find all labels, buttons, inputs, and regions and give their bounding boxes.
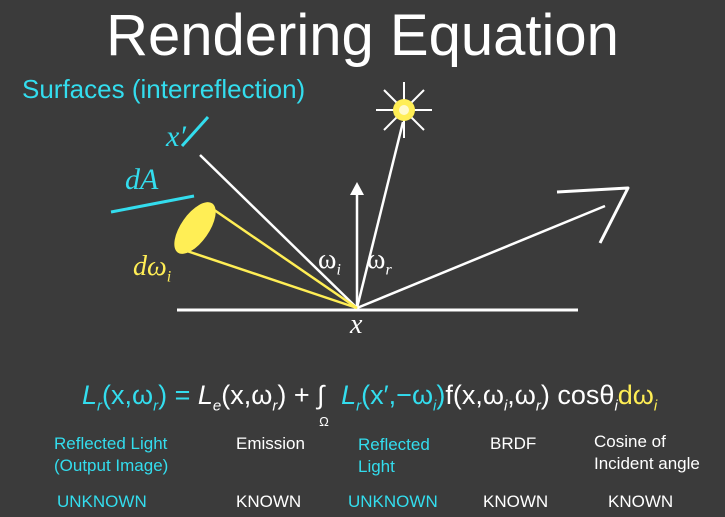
x-prime-patch: [180, 115, 210, 148]
omega-i-label: ωi: [318, 244, 341, 279]
dA-label: dA: [125, 163, 159, 196]
d-omega-i-label: dωi: [133, 251, 172, 286]
slide-subtitle: Surfaces (interreflection): [22, 74, 306, 104]
incoming-ray: [199, 154, 358, 309]
caption-emission: Emission: [236, 434, 305, 453]
dA-patch: [110, 194, 195, 214]
d-omega-term: dωi: [617, 380, 658, 415]
slide-title: Rendering Equation: [106, 3, 619, 68]
status-reflected-light: UNKNOWN: [348, 492, 438, 511]
reflected-term: Lr(x′,−ωi): [341, 380, 446, 415]
brdf-term: f(x,ωi,ωr): [445, 380, 550, 415]
cosine-term: cosθi: [549, 380, 618, 415]
status-emission: KNOWN: [236, 492, 302, 511]
status-brdf: KNOWN: [483, 492, 549, 511]
reflected-ray: [356, 204, 606, 310]
light-source-icon: [376, 82, 432, 138]
x-point-label: x: [350, 309, 363, 340]
caption-brdf: BRDF: [490, 434, 537, 453]
emission-term: Le(x,ωr) +: [197, 380, 318, 415]
caption-reflected-light-output: Reflected Light (Output Image): [54, 434, 169, 475]
status-cosine: KNOWN: [608, 492, 674, 511]
solid-angle-cone: [174, 202, 358, 310]
integral-sign: ∫Ω: [317, 380, 329, 429]
eye-icon: [556, 186, 630, 244]
status-reflected-output: UNKNOWN: [57, 492, 147, 511]
caption-cosine: Cosine of Incident angle: [594, 432, 700, 473]
lhs-term: Lr(x,ωr) =: [82, 380, 198, 415]
omega-r-label: ωr: [367, 244, 392, 279]
caption-reflected-light: Reflected Light: [358, 435, 430, 476]
light-ray: [355, 121, 405, 309]
x-prime-label: x′: [166, 120, 186, 153]
normal-arrow-head: [350, 182, 364, 195]
rendering-equation: Lr(x,ωr) = Le(x,ωr) + ∫Ω Lr(x′,−ωi)f(x,ωi…: [82, 380, 658, 429]
